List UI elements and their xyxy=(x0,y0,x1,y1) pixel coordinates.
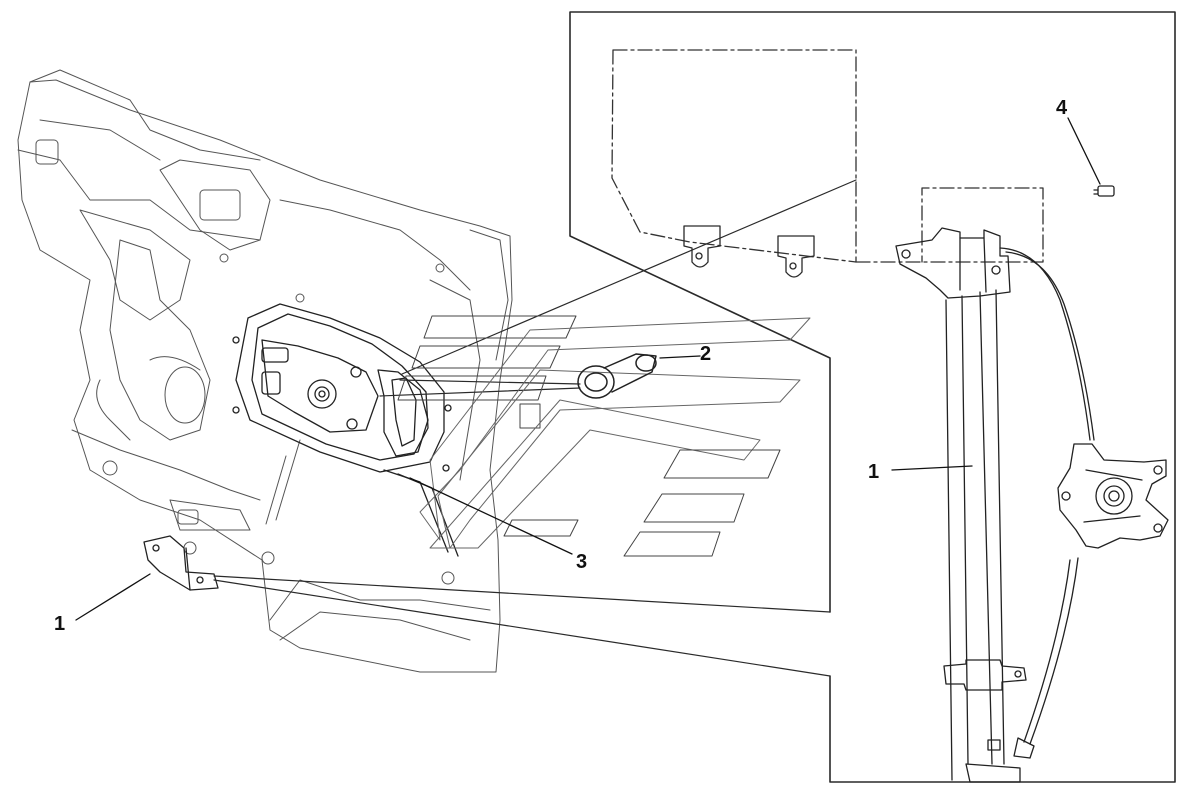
callout-1-left: 1 xyxy=(54,613,66,635)
leader-1-right xyxy=(891,465,973,471)
leader-3 xyxy=(409,477,573,555)
callout-1-right: 1 xyxy=(868,461,880,483)
leader-4 xyxy=(1067,117,1101,185)
callout-4: 4 xyxy=(1056,97,1068,119)
leader-1-left xyxy=(75,573,151,621)
detail-inset-frame xyxy=(569,11,1176,783)
callout-3: 3 xyxy=(576,551,588,573)
leader-2 xyxy=(659,355,701,359)
window-regulator-assembly xyxy=(895,227,1169,783)
regulator-lower-bracket xyxy=(143,535,219,591)
callout-leaders xyxy=(75,117,1101,621)
inner-door-panel xyxy=(17,69,513,673)
callout-2: 2 xyxy=(700,343,712,365)
mounting-bolt xyxy=(1093,185,1115,197)
glass-clamp-brackets xyxy=(683,225,815,278)
projection-leader-lines xyxy=(213,179,857,677)
window-crank-handle xyxy=(577,353,657,399)
door-glass-outline xyxy=(611,49,1044,263)
background-watermark-shapes xyxy=(397,315,811,557)
